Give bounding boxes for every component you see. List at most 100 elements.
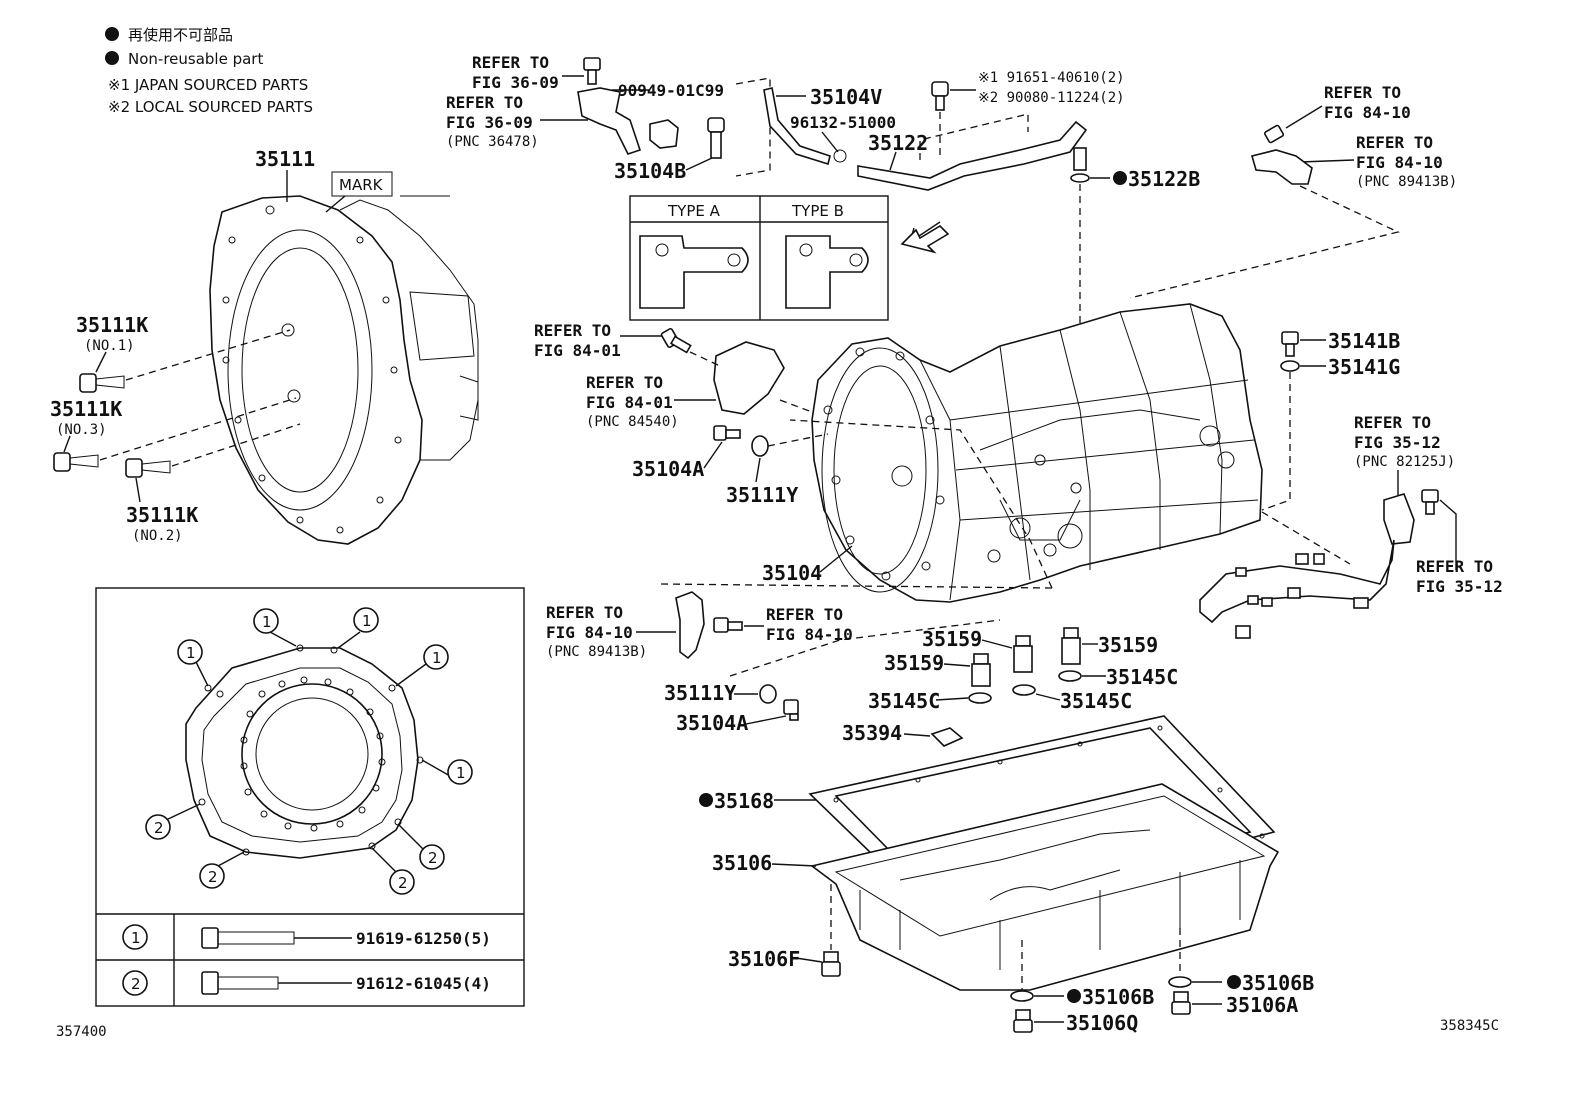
label-35106a: 35106A <box>1226 993 1298 1017</box>
gasket-markers: 1 1 1 1 1 2 2 2 2 <box>145 607 473 895</box>
label-35111k-no3-sub: (NO.3) <box>56 422 107 438</box>
legend: 再使用不可部品 Non-reusable part ※1 JAPAN SOURC… <box>105 26 313 116</box>
label-35104v: 35104V <box>810 85 882 109</box>
leader-refer-84-10-top <box>1285 105 1323 129</box>
plug-35106f <box>821 951 841 977</box>
label-35106b-b: 35106B <box>1242 971 1314 995</box>
label-35104: 35104 <box>762 561 822 585</box>
dash-84-01 <box>689 351 721 367</box>
label-35104a-lower: 35104A <box>676 711 748 735</box>
leader-35394 <box>903 733 931 737</box>
label-91651-40610: ※1 91651-40610(2) <box>978 70 1125 86</box>
gasket-35106b-b <box>1168 976 1192 988</box>
gasket-marker-1b: 1 <box>362 612 372 630</box>
label-35111: 35111 <box>255 147 315 171</box>
refer-35-12-pnc-line2: FIG 35-12 <box>1354 433 1441 452</box>
filter-35159-c <box>971 653 991 687</box>
refer-36-09-b-line3: (PNC 36478) <box>446 134 539 150</box>
refer-84-10-left-line1: REFER TO <box>546 603 623 622</box>
neutral-switch-84540 <box>713 341 785 415</box>
refer-84-10-pnc-line2: FIG 84-10 <box>1356 153 1443 172</box>
bolt-table-part-1: 91619-61250(5) <box>356 929 491 948</box>
harness-connector-b <box>1247 595 1259 605</box>
bolt-35141b <box>1281 331 1299 357</box>
label-96132-51000: 96132-51000 <box>790 113 896 132</box>
leader-35111k-no3 <box>63 435 71 453</box>
leader-35111k-no2 <box>135 477 141 503</box>
arrow-head-type-ab <box>900 224 950 254</box>
non-reusable-dot-35106b-a <box>1067 989 1081 1003</box>
label-35111k-no1: 35111K <box>76 313 148 337</box>
magnet-35394 <box>930 727 964 747</box>
filter-35159-b <box>1061 627 1081 665</box>
label-35111y-lower: 35111Y <box>664 681 736 705</box>
breather-pipe-35122 <box>857 120 1088 191</box>
label-35122: 35122 <box>868 131 928 155</box>
non-reusable-dot-35122b <box>1113 171 1127 185</box>
harness-connector-h <box>1235 625 1251 639</box>
harness-connector-a <box>1235 567 1247 577</box>
dash-harness <box>1261 511 1351 565</box>
bolt-35111k-no2 <box>125 423 301 478</box>
refer-84-01-pnc-line3: (PNC 84540) <box>586 414 679 430</box>
leader-35111k-no1 <box>95 351 107 373</box>
label-35122b: 35122B <box>1128 167 1200 191</box>
connector-82125j <box>1383 493 1415 545</box>
leader-35145c-c <box>1035 693 1061 701</box>
footer-left-code: 357400 <box>56 1024 107 1040</box>
label-90080-11224: ※2 90080-11224(2) <box>978 90 1125 106</box>
speed-sensor-89413b-top <box>1251 149 1313 185</box>
refer-36-09-b-line2: FIG 36-09 <box>446 113 533 132</box>
leader-35122 <box>889 151 897 171</box>
speed-sensor-89413b-left <box>675 591 705 660</box>
leader-35106f <box>795 957 823 963</box>
oring-35111y-lower <box>759 684 777 704</box>
harness-connector-d <box>1287 587 1301 599</box>
label-35106b-a: 35106B <box>1082 985 1154 1009</box>
label-35111k-no3: 35111K <box>50 397 122 421</box>
washer-35141g <box>1280 360 1300 372</box>
refer-84-10-left-line2: FIG 84-10 <box>546 623 633 642</box>
gasket-35106b-a <box>1010 990 1034 1002</box>
refer-84-01-line1: REFER TO <box>534 321 611 340</box>
leader-35145c-b <box>935 697 969 701</box>
leader-35104b <box>685 157 713 171</box>
filter-35159-a <box>1013 635 1033 673</box>
oil-pan-35106 <box>810 783 1280 991</box>
label-type-b: TYPE B <box>791 202 844 220</box>
bell-housing-illustration <box>209 195 479 545</box>
refer-84-01-line2: FIG 84-01 <box>534 341 621 360</box>
harness-connector-e <box>1295 553 1309 565</box>
refer-36-09-a-line1: REFER TO <box>472 53 549 72</box>
dash-35104b-bracket <box>735 77 771 177</box>
label-35394: 35394 <box>842 721 902 745</box>
refer-84-10-left-line3: (PNC 89413B) <box>546 644 647 660</box>
bolt-35-12 <box>1421 489 1439 515</box>
dash-case-left <box>789 419 1053 589</box>
plug-35106a <box>1171 991 1191 1015</box>
leader-mark <box>325 195 346 213</box>
leader-refer-35-12 <box>1439 499 1457 570</box>
label-35141g: 35141G <box>1328 355 1400 379</box>
leader-refer-84-10-pnc <box>1299 159 1355 163</box>
refer-35-12-pnc-line3: (PNC 82125J) <box>1354 454 1455 470</box>
refer-84-10-top-line2: FIG 84-10 <box>1324 103 1411 122</box>
dash-35111y-upper <box>767 433 829 447</box>
transmission-case-illustration <box>811 303 1263 603</box>
plug-35106q <box>1013 1009 1033 1033</box>
washer-35145c-c <box>1012 684 1036 696</box>
label-mark: MARK <box>339 176 384 194</box>
plug-35104a-lower <box>783 699 799 721</box>
dash-35141 <box>1261 372 1291 511</box>
label-35111y-upper: 35111Y <box>726 483 798 507</box>
footer-right-code: 358345C <box>1440 1018 1499 1034</box>
label-35104a-upper: 35104A <box>632 457 704 481</box>
bolt-91651 <box>931 81 949 111</box>
dash-84-10-lower <box>729 619 1001 677</box>
refer-35-12-line1: REFER TO <box>1416 557 1493 576</box>
gasket-marker-2d: 2 <box>428 849 438 867</box>
washer-35145c-a <box>1058 670 1082 682</box>
gasket-marker-1e: 1 <box>456 764 466 782</box>
non-reusable-dot-35168 <box>699 793 713 807</box>
legend-japan-sourced: ※1 JAPAN SOURCED PARTS <box>108 76 308 94</box>
